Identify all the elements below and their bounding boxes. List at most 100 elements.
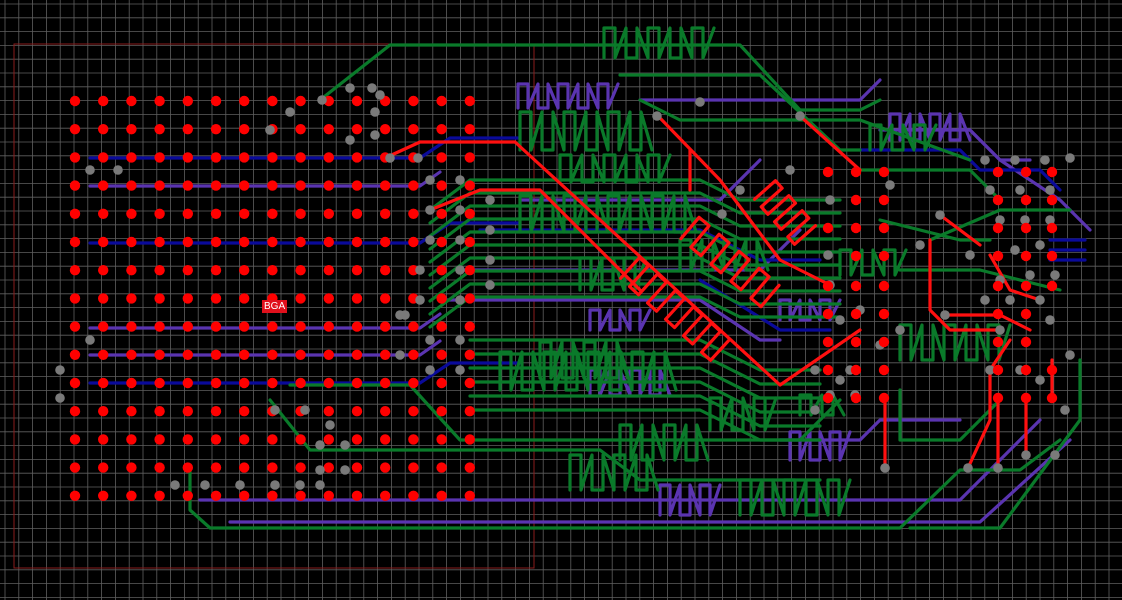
via [413, 153, 423, 163]
bga-pad [98, 406, 109, 417]
bga-pad [69, 152, 81, 163]
bga-pad [154, 462, 165, 473]
bga-pad [351, 462, 363, 473]
via [315, 465, 325, 475]
via [823, 250, 833, 260]
bga-pad [239, 377, 250, 389]
bga-pad [408, 349, 419, 360]
via [415, 295, 425, 305]
bga-pad [436, 208, 447, 219]
red-meander [679, 215, 781, 309]
via [1010, 155, 1020, 165]
bga-pad [464, 95, 475, 107]
bga-pad [992, 364, 1004, 376]
bga-pad [239, 321, 250, 332]
green-bus [468, 394, 822, 428]
via [717, 209, 727, 219]
green-low [288, 383, 842, 442]
bga-pad [878, 280, 890, 292]
via [270, 405, 280, 415]
bga-pad [1020, 250, 1032, 262]
bga-pad [323, 490, 334, 501]
bga-pad [323, 434, 334, 445]
bga-pad [323, 406, 334, 417]
bga-pad [408, 236, 419, 248]
bga-pad [1020, 392, 1032, 404]
via [485, 280, 495, 290]
bga-pad [98, 152, 109, 163]
bga-pad [408, 377, 419, 389]
via [652, 111, 662, 121]
green-meander [898, 323, 1012, 362]
via [200, 480, 210, 490]
bga-pad [351, 434, 363, 445]
via [340, 465, 350, 475]
via [425, 365, 435, 375]
bga-pad [295, 349, 306, 360]
bga-pad [210, 406, 222, 417]
purple-upper [638, 78, 882, 102]
bga-pad [850, 364, 862, 376]
bga-pad [323, 377, 334, 389]
bga-pad [182, 293, 193, 304]
green-right [898, 388, 1002, 442]
bga-pad [98, 236, 109, 248]
via [345, 135, 355, 145]
bga-pad [436, 462, 447, 473]
bga-pad [1020, 280, 1032, 292]
via [1010, 245, 1020, 255]
via [455, 365, 465, 375]
bga-pad [126, 349, 137, 360]
bga-pad [878, 392, 890, 404]
bga-pad [408, 124, 419, 135]
bga-pad [380, 180, 391, 191]
bga-pad [69, 208, 81, 219]
blue-mid [478, 228, 822, 262]
via [1021, 450, 1031, 460]
bga-pad [98, 490, 109, 501]
bga-pad [126, 406, 137, 417]
via [113, 165, 123, 175]
green-meander [518, 110, 654, 152]
via [425, 235, 435, 245]
bga-pad [380, 490, 391, 501]
bga-pad [210, 180, 222, 191]
via [395, 350, 405, 360]
bga-pad [351, 152, 363, 163]
bga-pad [436, 349, 447, 360]
bga-pad [295, 95, 306, 107]
via [695, 97, 705, 107]
via [835, 375, 845, 385]
bga-pad [154, 265, 165, 276]
bga-pad [126, 377, 137, 389]
via [1005, 295, 1015, 305]
bga-pad [267, 462, 278, 473]
green-bus [428, 282, 842, 316]
bga-pad [98, 265, 109, 276]
bga-pad [380, 293, 391, 304]
via [940, 310, 950, 320]
bga-pad [351, 265, 363, 276]
via [485, 255, 495, 265]
green-bus [428, 178, 842, 212]
bga-pad [69, 321, 81, 332]
via [810, 405, 820, 415]
green-right [878, 218, 992, 242]
bga-pad [323, 124, 334, 135]
bga-pad [323, 180, 334, 191]
red-meander [618, 256, 732, 362]
via [455, 205, 465, 215]
bga-pad [239, 293, 250, 304]
green-meander [838, 248, 908, 277]
via [425, 205, 435, 215]
bga-pad [992, 194, 1004, 206]
via [985, 185, 995, 195]
blue-row [88, 361, 522, 385]
bga-pad [351, 95, 363, 107]
bga-pad [822, 222, 834, 234]
bga-pad [239, 406, 250, 417]
bga-pad [126, 208, 137, 219]
bga-pad [210, 377, 222, 389]
red-meander [752, 179, 818, 246]
bga-pad [436, 265, 447, 276]
